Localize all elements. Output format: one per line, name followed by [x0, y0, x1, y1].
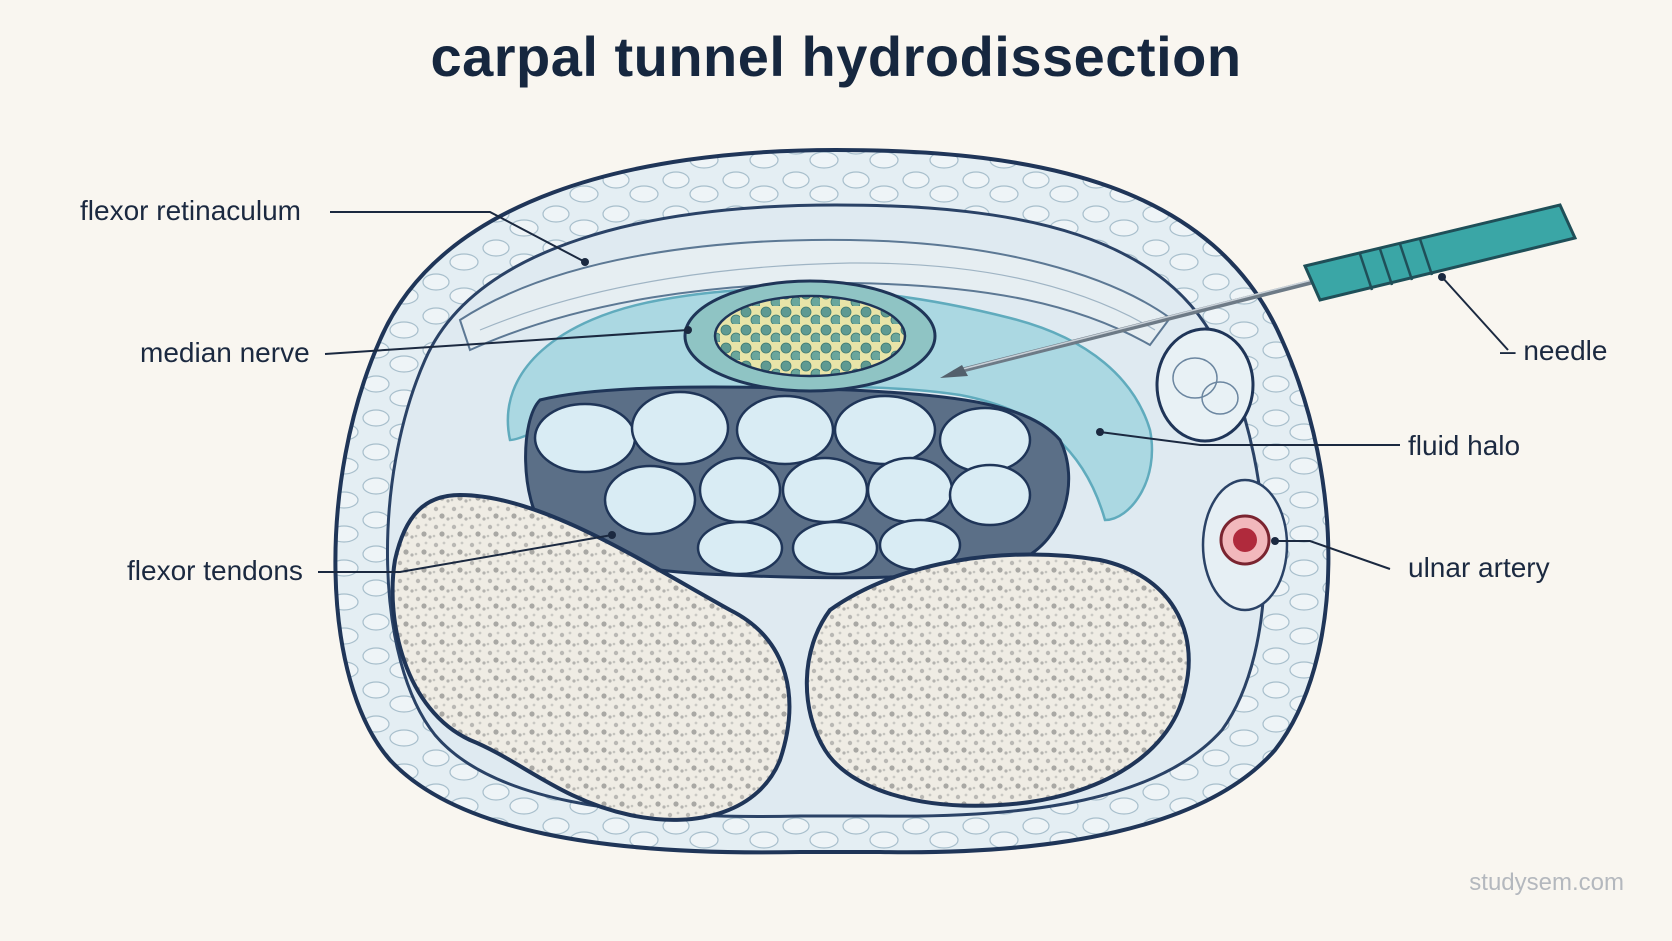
pointer-dot	[608, 531, 616, 539]
median-nerve-fascicles	[713, 294, 907, 378]
tendon	[781, 456, 869, 524]
needle-hub	[1302, 203, 1578, 302]
watermark: studysem.com	[1469, 869, 1624, 896]
ulnar-side-tendon	[1155, 327, 1255, 443]
pointer-dot	[1096, 428, 1104, 436]
tendon	[948, 463, 1032, 527]
label-needle-text: needle	[1523, 335, 1608, 366]
flexor-tendon-group	[533, 390, 1032, 576]
label-flexor-tendons: flexor tendons	[127, 555, 303, 586]
leader-needle	[1441, 276, 1509, 351]
tendon	[603, 464, 697, 536]
label-ulnar-artery: ulnar artery	[1408, 552, 1550, 583]
ulna-bone	[804, 552, 1191, 808]
tendon	[833, 394, 937, 466]
label-flexor-retinaculum: flexor retinaculum	[80, 195, 301, 226]
needle-shaft	[952, 277, 1323, 375]
tendon	[696, 520, 784, 576]
radius-bone	[390, 492, 792, 822]
leader-median-nerve	[324, 329, 689, 355]
pointer-dot	[684, 326, 692, 334]
leader-fluid-halo	[1099, 431, 1400, 446]
tendon	[791, 520, 879, 576]
tendon	[698, 456, 782, 524]
needle-tip	[940, 365, 968, 378]
pointer-dot	[1438, 273, 1446, 281]
tendon	[533, 402, 637, 474]
ulnar-artery-lumen	[1233, 528, 1257, 552]
leader-flexor-tendons	[318, 534, 613, 573]
tendon	[866, 456, 954, 524]
diagram-title: carpal tunnel hydrodissection	[430, 25, 1242, 88]
leader-flexor-retinaculum	[330, 211, 586, 263]
label-needle: – needle	[1500, 335, 1608, 366]
pointer-dot	[1271, 537, 1279, 545]
tendon	[630, 390, 730, 466]
tendon	[735, 394, 835, 466]
pointer-dot	[581, 258, 589, 266]
tendon	[938, 406, 1032, 474]
label-median-nerve: median nerve	[140, 337, 310, 368]
leader-ulnar-artery	[1275, 540, 1391, 570]
label-fluid-halo: fluid halo	[1408, 430, 1521, 461]
